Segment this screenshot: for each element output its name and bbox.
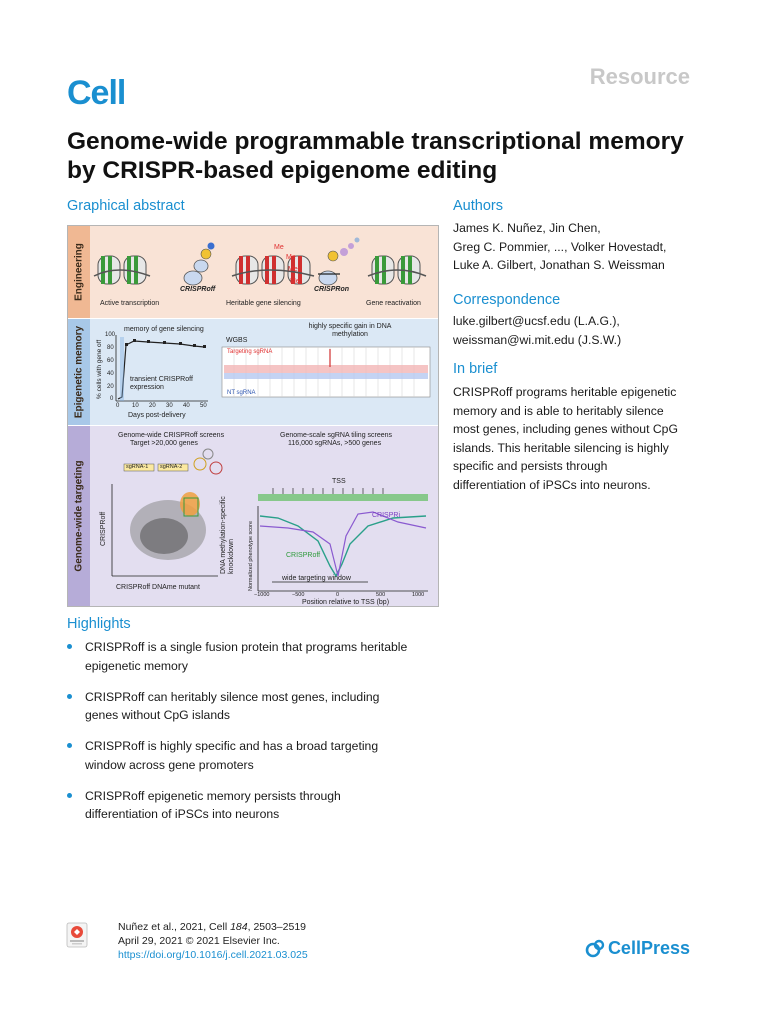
crisproff-label: CRISPRoff — [180, 286, 216, 293]
memory-plots — [115, 335, 431, 402]
scatter-highlight — [180, 492, 200, 516]
xtick: −1000 — [254, 592, 270, 598]
authors-heading: Authors — [453, 198, 503, 214]
highlight-item: CRISPRoff can heritably silence most gen… — [67, 688, 447, 725]
memory-plot-xlabel: Days post-delivery — [128, 412, 186, 419]
caption-active: Active transcription — [100, 300, 160, 307]
tiling-title: Genome-scale sgRNA tiling screens — [280, 432, 393, 439]
nt-signal-band — [224, 373, 428, 379]
scatter-xlabel: CRISPRoff DNAme mutant — [116, 584, 200, 591]
cellpress-icon — [585, 939, 605, 957]
xtick: 10 — [132, 403, 139, 409]
article-title: Genome-wide programmable transcriptional… — [67, 128, 684, 184]
caption-silencing: Heritable gene silencing — [226, 300, 301, 307]
correspondence-emails: luke.gilbert@ucsf.edu (L.A.G.), weissman… — [453, 312, 621, 349]
me-label: Me — [274, 244, 284, 251]
email-line[interactable]: weissman@wi.mit.edu (J.S.W.) — [453, 332, 622, 347]
targeting-signal-band — [224, 365, 428, 373]
wgbs-title: highly specific gain in DNA methylation — [308, 323, 392, 338]
graphical-abstract: Engineering — [67, 225, 439, 607]
authors-list: James K. Nuñez, Jin Chen, Greg C. Pommie… — [453, 219, 666, 275]
sgrna-2-label: sgRNA-2 — [160, 464, 183, 470]
citation-date: April 29, 2021 © 2021 Elsevier Inc. — [118, 935, 280, 947]
me-label: Me — [286, 254, 296, 261]
targeting-window-label: wide targeting window — [282, 575, 351, 582]
nucleosome-group-silenced — [231, 255, 315, 285]
in-brief-text: CRISPRoff programs heritable epigenetic … — [453, 385, 678, 492]
ytick: 60 — [107, 358, 114, 364]
citation-line: Nuñez et al., 2021, Cell 184, 2503–2519 — [118, 921, 307, 933]
ytick: 80 — [107, 345, 114, 351]
engineering-illustration — [93, 237, 427, 286]
author-line: Greg C. Pommier, ..., Volker Hovestadt, — [453, 239, 667, 254]
bullet-icon — [67, 644, 72, 649]
me-label: Me — [288, 266, 298, 273]
targeting-sgrna-label: Targeting sgRNA — [227, 349, 273, 355]
crisproff-curve-label: CRISPRoff — [286, 552, 321, 559]
xtick: 1000 — [412, 592, 425, 598]
xtick: 30 — [166, 403, 173, 409]
xtick: 40 — [183, 403, 190, 409]
crossmark-icon[interactable] — [66, 922, 88, 948]
nucleosome-group-active — [93, 255, 151, 285]
cellpress-logo: CellPress — [585, 938, 690, 959]
xtick: 500 — [376, 592, 386, 598]
xtick: 20 — [149, 403, 156, 409]
highlights-heading: Highlights — [67, 616, 131, 632]
ytick: 100 — [105, 332, 116, 338]
author-line: Luke A. Gilbert, Jonathan S. Weissman — [453, 258, 665, 272]
ytick: 20 — [107, 384, 114, 390]
wgbs-label: WGBS — [226, 337, 248, 344]
graphical-abstract-heading: Graphical abstract — [67, 198, 185, 214]
crisproff-curve — [259, 515, 427, 578]
crispron-label: CRISPRon — [314, 286, 349, 293]
targeting-plots — [111, 448, 428, 592]
journal-logo: Cell — [67, 74, 126, 112]
highlight-item: CRISPRoff is a single fusion protein tha… — [67, 638, 447, 675]
in-brief-heading: In brief — [453, 361, 498, 377]
genome-wide-targeting-panel: Genome-wide targeting — [68, 426, 438, 606]
me-label: Me — [290, 278, 300, 285]
right-ylabel: DNA methylation-specific knockdown — [220, 496, 235, 574]
sgrna-1-label: sgRNA-1 — [126, 464, 149, 470]
author-line: James K. Nuñez, Jin Chen, — [453, 221, 601, 235]
email-line[interactable]: luke.gilbert@ucsf.edu (L.A.G.), — [453, 314, 620, 328]
bullet-icon — [67, 743, 72, 748]
nt-sgrna-label: NT sgRNA — [227, 390, 256, 396]
memory-plot-title: memory of gene silencing — [124, 326, 204, 333]
crispron-protein — [318, 237, 360, 286]
xtick: 0 — [336, 592, 340, 598]
xtick: −500 — [292, 592, 305, 598]
screens-title: Genome-wide CRISPRoff screens — [118, 432, 225, 439]
citation-block: Nuñez et al., 2021, Cell 184, 2503–2519 … — [118, 920, 308, 962]
xtick: 0 — [116, 403, 120, 409]
xtick: 50 — [200, 403, 207, 409]
article-type: Resource — [589, 64, 690, 89]
memory-plot-ylabel: % cells with gene off — [96, 339, 103, 399]
engineering-panel: Engineering — [68, 226, 438, 318]
epigenetic-memory-panel: Epigenetic memory — [68, 319, 438, 425]
crisproff-protein — [183, 242, 215, 286]
highlight-item: CRISPRoff epigenetic memory persists thr… — [67, 787, 447, 824]
correspondence-heading: Correspondence — [453, 292, 561, 308]
crispri-curve — [259, 511, 427, 577]
tiling-subtitle: 116,000 sgRNAs, >500 genes — [288, 440, 382, 447]
highlight-item: CRISPRoff is highly specific and has a b… — [67, 737, 447, 774]
tss-gradient-bar — [258, 494, 428, 501]
bullet-icon — [67, 792, 72, 798]
ytick: 40 — [107, 371, 114, 377]
ytick: 0 — [110, 396, 114, 402]
scatter-ylabel: CRISPRoff — [100, 511, 107, 546]
bullet-icon — [67, 693, 72, 699]
caption-reactivation: Gene reactivation — [366, 300, 421, 307]
nucleosome-group-reactivated — [367, 255, 427, 285]
crispri-label: CRISPRi — [372, 512, 401, 519]
transient-label: transient CRISPRoff expression — [130, 376, 193, 391]
tss-label: TSS — [332, 478, 346, 485]
doi-link[interactable]: https://doi.org/10.1016/j.cell.2021.03.0… — [118, 949, 308, 961]
phenotype-ylabel: Normalized phenotype score — [248, 520, 254, 591]
tiling-xlabel: Position relative to TSS (bp) — [302, 599, 390, 606]
screens-subtitle: Target >20,000 genes — [130, 440, 198, 447]
highlights-list: CRISPRoff is a single fusion protein tha… — [67, 638, 447, 836]
